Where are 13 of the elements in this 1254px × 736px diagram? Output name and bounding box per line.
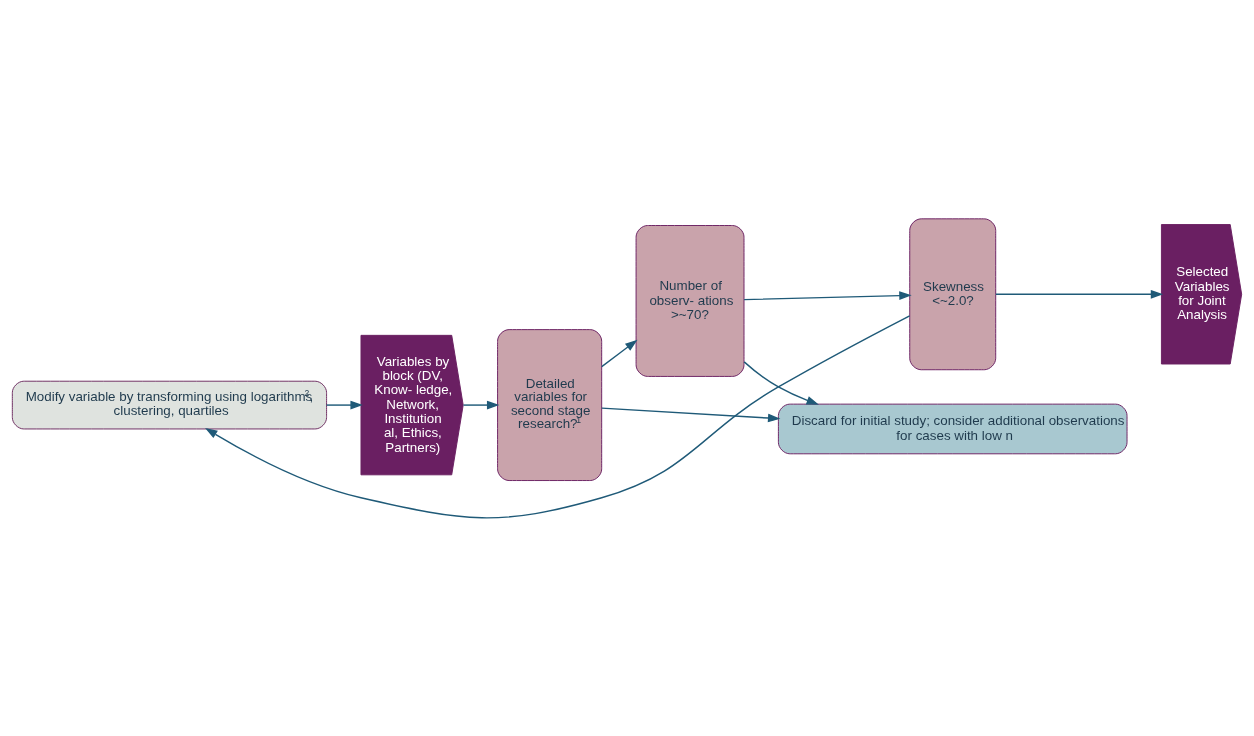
arrow (205, 314, 911, 519)
node-box: Skewness <~2.0? (909, 217, 997, 370)
arrow (462, 400, 500, 409)
arrow (743, 360, 819, 405)
arrow (601, 339, 638, 367)
node-box: Detailed variables for second stage research?$^{1}$ (497, 328, 603, 481)
arrow (995, 289, 1164, 299)
arrow (325, 400, 363, 409)
arrow (601, 406, 781, 422)
arrow (743, 290, 912, 300)
node-box: Number of observ- ations >~70? (635, 224, 745, 377)
node-box: Discard for initial study; consider additional observations for cases with low n (777, 403, 1128, 454)
node-box: Modify variable by transforming using logarithms$^{2}$, clustering, quartiles (11, 380, 328, 429)
